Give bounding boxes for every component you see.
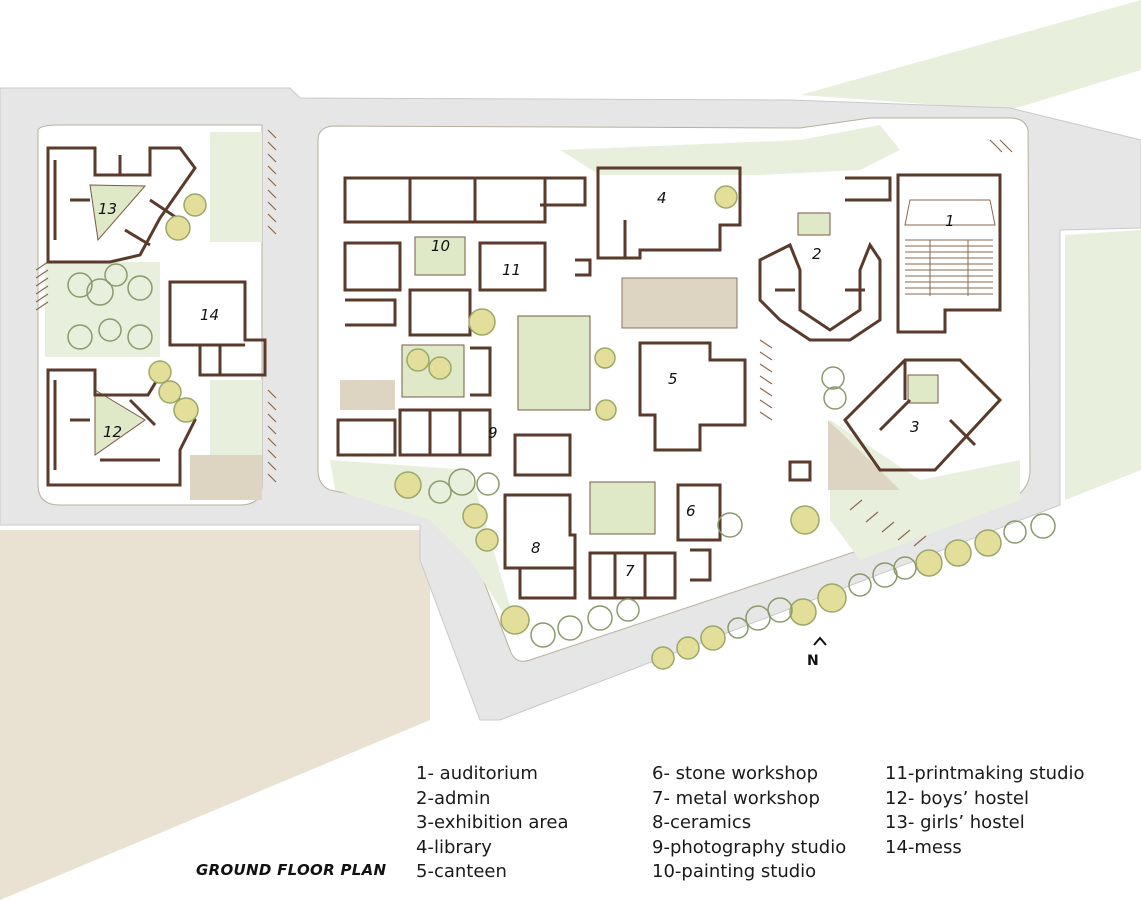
legend-item: 8-ceramics	[652, 812, 752, 834]
auditorium-seating	[904, 199, 996, 296]
legend-item: 13- girls’ hostel	[885, 812, 1025, 834]
legend-item: 4-library	[416, 836, 492, 858]
campus-site	[317, 117, 1031, 662]
legend-item: 7- metal workshop	[652, 787, 820, 809]
courtyards	[89, 184, 939, 535]
room-label-4: 4	[657, 189, 667, 207]
room-label-13: 13	[98, 200, 117, 218]
room-label-10: 10	[431, 237, 450, 255]
room-label-9: 9	[488, 424, 498, 442]
legend-item: 6- stone workshop	[652, 763, 819, 784]
legend-item: 10-painting studio	[652, 861, 817, 883]
room-label-6: 6	[686, 502, 696, 520]
legend-item: 11-printmaking studio	[885, 763, 1085, 784]
north-arrow: N	[807, 636, 827, 669]
parking-bays	[35, 129, 1013, 547]
room-label-2: 2	[812, 245, 822, 263]
room-label-8: 8	[531, 539, 541, 557]
room-labels: 1 2 3 4 5 6 7 8 9 10 11 12 13 14	[98, 189, 955, 580]
room-label-7: 7	[625, 562, 635, 580]
room-label-5: 5	[668, 370, 678, 388]
legend-item: 3-exhibition area	[416, 812, 569, 834]
plan-title: GROUND FLOOR PLAN	[196, 861, 387, 879]
building-walls	[46, 146, 1003, 600]
room-label-14: 14	[200, 306, 219, 324]
legend-item: 1- auditorium	[416, 763, 538, 784]
legend-column-3: 11-printmaking studio 12- boys’ hostel 13-…	[885, 762, 1085, 860]
legend-item: 2-admin	[416, 787, 491, 809]
legend-item: 14-mess	[885, 836, 962, 858]
trees	[67, 185, 1056, 670]
north-label: N	[807, 653, 819, 669]
hostel-site	[37, 124, 263, 506]
room-label-1: 1	[945, 212, 955, 230]
room-label-12: 12	[103, 423, 122, 441]
legend-column-2: 6- stone workshop 7- metal workshop 8-cera…	[652, 762, 846, 885]
room-label-11: 11	[502, 261, 521, 279]
legend-item: 5-canteen	[416, 861, 507, 883]
legend-item: 9-photography studio	[652, 836, 847, 858]
legend-item: 12- boys’ hostel	[885, 787, 1029, 809]
room-label-3: 3	[910, 418, 920, 436]
